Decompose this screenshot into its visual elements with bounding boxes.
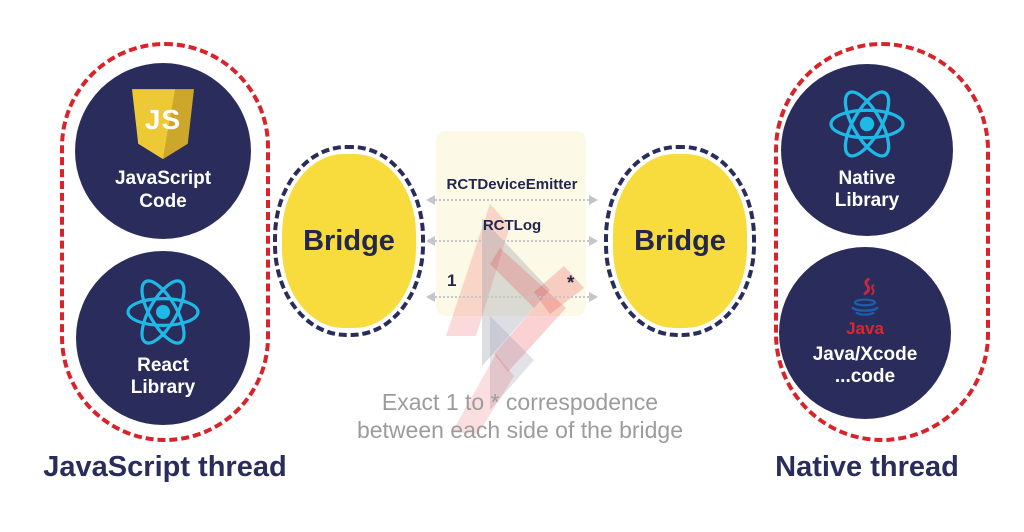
- native-library-label: Native Library: [834, 167, 900, 211]
- double-arrow-rctlog: [426, 236, 598, 248]
- bridge-caption: Exact 1 to * correspodence between each …: [292, 388, 748, 444]
- java-brand-label: Java: [846, 318, 884, 338]
- bridge-right-label: Bridge: [613, 154, 747, 328]
- javascript-code-node: JS JavaScript Code: [75, 63, 251, 239]
- javascript-thread-label: JavaScript thread: [43, 451, 287, 483]
- native-thread-label: Native thread: [775, 451, 959, 483]
- dotted-line: [435, 240, 589, 242]
- double-arrow-rctdeviceemitter: [426, 195, 598, 207]
- cardinality-one-label: 1: [447, 271, 457, 290]
- bridge-left-ring: [273, 145, 425, 337]
- react-library-label: React Library: [130, 354, 196, 398]
- react-icon: [829, 90, 905, 158]
- caption-line-1: Exact 1 to * correspodence: [381, 389, 659, 415]
- caption-line-2: between each side of the bridge: [356, 417, 684, 444]
- channel-rctdeviceemitter-label: RCTDeviceEmitter: [446, 176, 578, 193]
- javascript-thread-boundary: [60, 42, 270, 442]
- native-thread-boundary: [774, 42, 990, 442]
- dotted-line: [435, 199, 589, 201]
- bridge-right-ring: [604, 145, 756, 337]
- javascript-icon: JS: [132, 89, 194, 160]
- bridge-left: Bridge: [273, 145, 425, 337]
- javascript-code-label: JavaScript Code: [114, 168, 212, 212]
- bridge-right: Bridge: [604, 145, 756, 337]
- dotted-line: [435, 296, 589, 298]
- react-library-node: React Library: [76, 251, 250, 425]
- react-icon: [126, 278, 200, 345]
- java-icon: [851, 277, 879, 316]
- javascript-icon-text: JS: [144, 104, 182, 136]
- channel-rctlog-label: RCTLog: [482, 217, 542, 234]
- double-arrow-cardinality: [426, 292, 598, 304]
- java-xcode-label: Java/Xcode ...code: [812, 343, 918, 387]
- native-library-node: Native Library: [781, 64, 953, 236]
- cardinality-many-label: *: [567, 273, 575, 294]
- watermark-logo: [446, 204, 584, 434]
- java-xcode-node: Java Java/Xcode ...code: [779, 247, 951, 419]
- bridge-left-label: Bridge: [282, 154, 416, 328]
- bridge-channel-band: [436, 131, 586, 316]
